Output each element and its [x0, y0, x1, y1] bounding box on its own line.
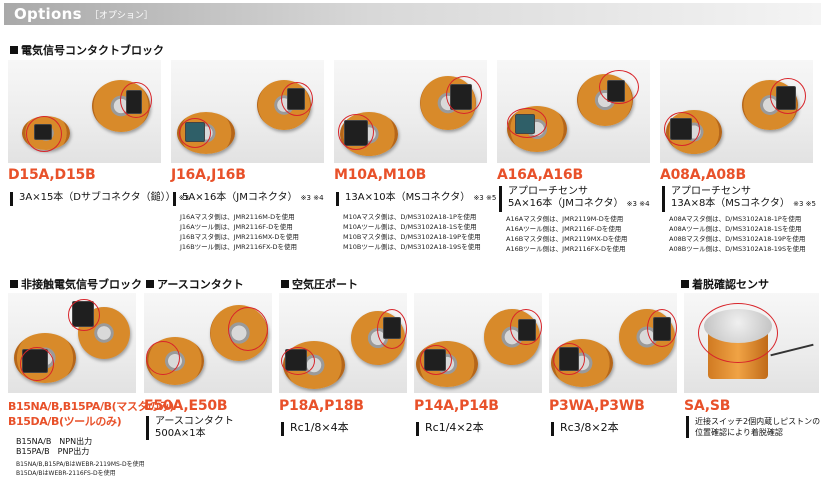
- highlight-circle: [698, 303, 778, 363]
- model-d15: D15A,D15B: [8, 167, 96, 183]
- spec-j16: 5A×16本（JMコネクタ） ※3 ※4: [173, 192, 324, 206]
- spec-m10: 13A×10本（MSコネクタ） ※3 ※5: [336, 192, 496, 206]
- highlight-circle: [20, 347, 54, 381]
- square-bullet-icon: [146, 280, 154, 288]
- highlight-circle: [26, 116, 62, 152]
- spec-p3w: Rc3/8×2本: [551, 422, 619, 436]
- highlight-circle: [228, 307, 268, 351]
- highlight-circle: [338, 114, 374, 150]
- photo-a08: [660, 60, 813, 163]
- model-a08: A08A,A08B: [660, 167, 746, 183]
- model-p18: P18A,P18B: [279, 398, 364, 414]
- photo-d15: [8, 60, 161, 163]
- highlight-circle: [68, 299, 100, 331]
- spec-p14: Rc1/4×2本: [416, 422, 484, 436]
- photo-sa: [684, 293, 819, 393]
- model-p14: P14A,P14B: [414, 398, 499, 414]
- model-e50: E50A,E50B: [144, 398, 228, 414]
- highlight-circle: [420, 345, 452, 375]
- square-bullet-icon: [10, 280, 18, 288]
- highlight-circle: [120, 82, 152, 118]
- model-b15-line2: B15DA/B(ツールのみ): [8, 415, 122, 428]
- highlight-circle: [179, 118, 211, 148]
- header-title: Options: [14, 5, 82, 23]
- model-m10: M10A,M10B: [334, 167, 427, 183]
- section-title-noncontact: 非接触電気信号ブロック: [10, 276, 142, 292]
- photo-e50: [144, 293, 272, 393]
- section-title-signal-block: 電気信号コンタクトブロック: [10, 42, 164, 58]
- section-title-earth: アースコンタクト: [146, 276, 244, 292]
- highlight-circle: [770, 78, 806, 114]
- highlight-circle: [146, 341, 180, 375]
- highlight-circle: [281, 347, 315, 375]
- spec-d15: 3A×15本（Dサブコネクタ（鎚）） ※3: [10, 192, 189, 206]
- model-j16: J16A,J16B: [171, 167, 246, 183]
- section-title-air-port: 空気圧ポート: [281, 276, 358, 292]
- model-b15-line1: B15NA/B,B15PA/B(マスタのみ): [8, 400, 174, 413]
- highlight-circle: [281, 82, 313, 116]
- header-subtitle: ［オプション］: [89, 10, 153, 21]
- spec-sa: 近接スイッチ2個内蔵しピストンの位置確認により着脱確認: [686, 416, 820, 438]
- spec-p18: Rc1/8×4本: [281, 422, 349, 436]
- photo-a16: [497, 60, 650, 163]
- photo-p3w: [549, 293, 677, 393]
- highlight-circle: [647, 309, 677, 347]
- photo-p18: [279, 293, 407, 393]
- options-header-bar: Options ［オプション］: [4, 3, 821, 25]
- highlight-circle: [599, 70, 639, 104]
- highlight-circle: [510, 309, 542, 345]
- highlight-circle: [507, 108, 547, 138]
- photo-b15: [8, 293, 136, 393]
- section-title-detach-sensor: 着脱確認センサ: [681, 276, 769, 292]
- square-bullet-icon: [281, 280, 289, 288]
- photo-m10: [334, 60, 487, 163]
- square-bullet-icon: [10, 46, 18, 54]
- model-a16: A16A,A16B: [497, 167, 583, 183]
- model-p3w: P3WA,P3WB: [549, 398, 645, 414]
- spec-a16: アプローチセンサ 5A×16本（JMコネクタ） ※3 ※4: [499, 186, 650, 212]
- model-sa: SA,SB: [684, 398, 731, 414]
- highlight-circle: [664, 112, 700, 146]
- spec-a08: アプローチセンサ 13A×8本（MSコネクタ） ※3 ※5: [662, 186, 816, 212]
- photo-j16: [171, 60, 324, 163]
- square-bullet-icon: [681, 280, 689, 288]
- highlight-circle: [377, 309, 407, 349]
- highlight-circle: [446, 76, 482, 114]
- photo-p14: [414, 293, 542, 393]
- highlight-circle: [553, 343, 585, 375]
